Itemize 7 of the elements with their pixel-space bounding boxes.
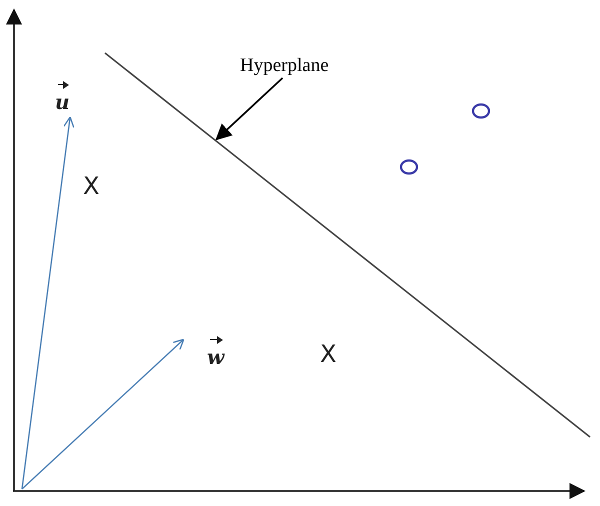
- point-label: X: [320, 342, 336, 366]
- hyperplane-line: [104, 52, 590, 438]
- vector-label: w: [207, 335, 224, 370]
- leader-arrow: [215, 77, 284, 140]
- vector-label: u: [55, 80, 70, 115]
- point-label: X: [83, 174, 100, 198]
- hyperplane-label: Hyperplane: [240, 56, 329, 75]
